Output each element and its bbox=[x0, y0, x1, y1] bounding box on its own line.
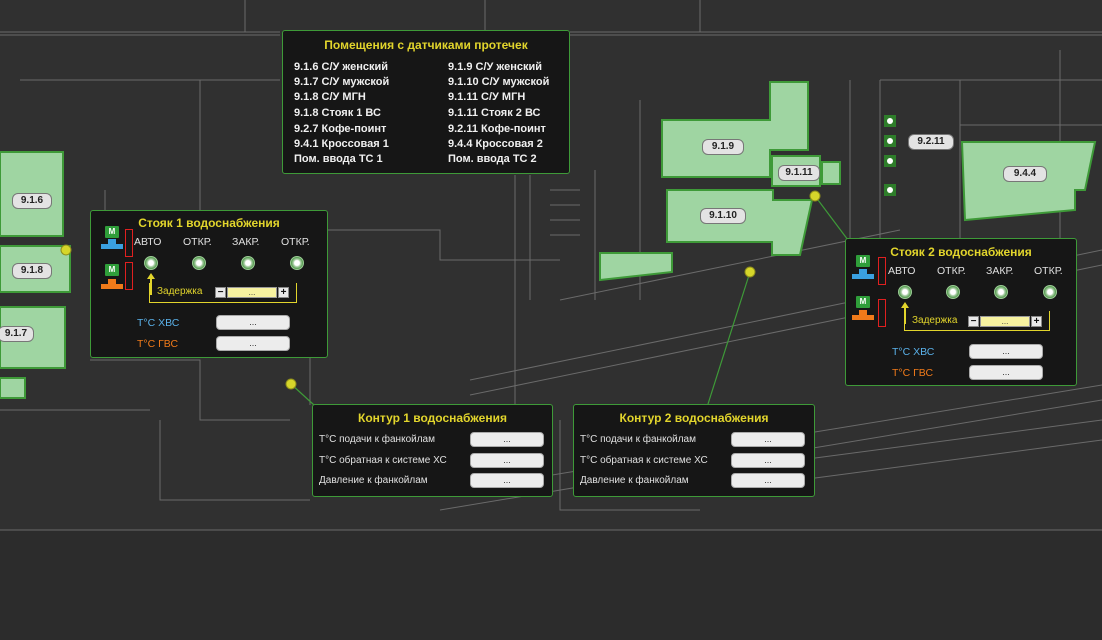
leak-item: 9.4.1 Кроссовая 1 bbox=[294, 138, 389, 150]
gvs-temp-label: Т°С ГВС bbox=[137, 338, 179, 350]
room-label[interactable]: 9.1.10 bbox=[700, 208, 746, 224]
delay-value[interactable]: ... bbox=[980, 316, 1030, 327]
leak-item: 9.1.10 С/У мужской bbox=[448, 76, 550, 88]
hvs-temp-value[interactable]: ... bbox=[969, 344, 1043, 359]
hvs-temp-value[interactable]: ... bbox=[216, 315, 290, 330]
return-temp-label: Т°С обратная к системе ХС bbox=[580, 455, 708, 466]
arrow-up-icon bbox=[147, 273, 155, 295]
arrow-up-icon bbox=[901, 302, 909, 324]
motor-badge-icon[interactable]: М bbox=[856, 255, 870, 267]
alarm-indicator bbox=[125, 262, 133, 290]
leak-item: 9.1.11 Стояк 2 ВС bbox=[448, 107, 541, 119]
mode-radio-open[interactable] bbox=[946, 285, 960, 299]
contour-2-panel: Контур 2 водоснабжения Т°С подачи к фанк… bbox=[573, 404, 815, 497]
mode-radio-open-2[interactable] bbox=[290, 256, 304, 270]
alarm-indicator bbox=[125, 229, 133, 257]
supply-temp-label: Т°С подачи к фанкойлам bbox=[580, 434, 696, 445]
mode-radio-auto[interactable] bbox=[144, 256, 158, 270]
mode-radio-auto[interactable] bbox=[898, 285, 912, 299]
return-temp-value[interactable]: ... bbox=[470, 453, 544, 468]
leak-item: 9.1.11 С/У МГН bbox=[448, 91, 526, 103]
leak-item: 9.1.6 С/У женский bbox=[294, 61, 388, 73]
mode-label-close: ЗАКР. bbox=[232, 236, 260, 248]
delay-frame bbox=[904, 311, 1050, 331]
hot-valve-icon[interactable] bbox=[101, 279, 123, 293]
mode-label-auto: АВТО bbox=[888, 265, 916, 277]
plus-icon[interactable]: + bbox=[278, 287, 289, 298]
plus-icon[interactable]: + bbox=[1031, 316, 1042, 327]
leak-item: 9.1.9 С/У женский bbox=[448, 61, 542, 73]
gvs-temp-value[interactable]: ... bbox=[216, 336, 290, 351]
mode-radio-open[interactable] bbox=[192, 256, 206, 270]
minus-icon[interactable]: − bbox=[215, 287, 226, 298]
room-label[interactable]: 9.4.4 bbox=[1003, 166, 1047, 182]
panel-title: Контур 1 водоснабжения bbox=[358, 411, 507, 425]
room-label[interactable]: 9.2.11 bbox=[908, 134, 954, 150]
mode-radio-close[interactable] bbox=[994, 285, 1008, 299]
gvs-temp-value[interactable]: ... bbox=[969, 365, 1043, 380]
mode-label-open-2: ОТКР. bbox=[281, 236, 310, 248]
pressure-label: Давление к фанкойлам bbox=[319, 475, 428, 486]
gvs-temp-label: Т°С ГВС bbox=[892, 367, 934, 379]
supply-temp-value[interactable]: ... bbox=[470, 432, 544, 447]
hvs-temp-label: Т°С ХВС bbox=[892, 346, 935, 358]
cold-valve-icon[interactable] bbox=[101, 239, 123, 253]
panel-title: Контур 2 водоснабжения bbox=[619, 411, 769, 425]
riser-1-panel: Стояк 1 водоснабжения М М АВТО ОТКР. ЗАК… bbox=[90, 210, 328, 358]
leak-item: 9.2.7 Кофе-поинт bbox=[294, 123, 387, 135]
delay-frame bbox=[149, 283, 297, 303]
leak-item: 9.2.11 Кофе-поинт bbox=[448, 123, 546, 135]
riser-2-panel: Стояк 2 водоснабжения М М АВТО ОТКР. ЗАК… bbox=[845, 238, 1077, 386]
panel-title: Стояк 2 водоснабжения bbox=[890, 245, 1032, 259]
room-label[interactable]: 9.1.9 bbox=[702, 139, 744, 155]
return-temp-label: Т°С обратная к системе ХС bbox=[319, 455, 447, 466]
delay-label: Задержка bbox=[157, 286, 203, 297]
pressure-label: Давление к фанкойлам bbox=[580, 475, 689, 486]
alarm-indicator bbox=[878, 299, 886, 327]
mode-label-auto: АВТО bbox=[134, 236, 162, 248]
mode-label-open: ОТКР. bbox=[183, 236, 212, 248]
supply-temp-value[interactable]: ... bbox=[731, 432, 805, 447]
room-label[interactable]: 9.1.8 bbox=[12, 263, 52, 279]
contour-1-panel: Контур 1 водоснабжения Т°С подачи к фанк… bbox=[312, 404, 553, 497]
motor-badge-icon[interactable]: М bbox=[856, 296, 870, 308]
minus-icon[interactable]: − bbox=[968, 316, 979, 327]
return-temp-value[interactable]: ... bbox=[731, 453, 805, 468]
leak-sensors-panel: Помещения с датчиками протечек 9.1.6 С/У… bbox=[282, 30, 570, 174]
leak-item: Пом. ввода ТС 1 bbox=[294, 153, 383, 165]
pressure-value[interactable]: ... bbox=[470, 473, 544, 488]
delay-value[interactable]: ... bbox=[227, 287, 277, 298]
mode-label-open-2: ОТКР. bbox=[1034, 265, 1063, 277]
supply-temp-label: Т°С подачи к фанкойлам bbox=[319, 434, 435, 445]
leak-item: 9.4.4 Кроссовая 2 bbox=[448, 138, 543, 150]
panel-title: Помещения с датчиками протечек bbox=[324, 38, 528, 52]
motor-badge-icon[interactable]: М bbox=[105, 226, 119, 238]
mode-radio-close[interactable] bbox=[241, 256, 255, 270]
mode-label-close: ЗАКР. bbox=[986, 265, 1014, 277]
hot-valve-icon[interactable] bbox=[852, 310, 874, 324]
room-label[interactable]: 9.1.11 bbox=[778, 165, 820, 181]
room-label[interactable]: 9.1.6 bbox=[12, 193, 52, 209]
mode-radio-open-2[interactable] bbox=[1043, 285, 1057, 299]
motor-badge-icon[interactable]: М bbox=[105, 264, 119, 276]
pressure-value[interactable]: ... bbox=[731, 473, 805, 488]
leak-item: 9.1.7 С/У мужской bbox=[294, 76, 390, 88]
hvs-temp-label: Т°С ХВС bbox=[137, 317, 180, 329]
room-label[interactable]: 9.1.7 bbox=[0, 326, 34, 342]
panel-title: Стояк 1 водоснабжения bbox=[138, 216, 280, 230]
mode-label-open: ОТКР. bbox=[937, 265, 966, 277]
delay-label: Задержка bbox=[912, 315, 958, 326]
leak-item: Пом. ввода ТС 2 bbox=[448, 153, 537, 165]
cold-valve-icon[interactable] bbox=[852, 269, 874, 283]
leak-item: 9.1.8 С/У МГН bbox=[294, 91, 366, 103]
leak-item: 9.1.8 Стояк 1 ВС bbox=[294, 107, 381, 119]
alarm-indicator bbox=[878, 257, 886, 285]
